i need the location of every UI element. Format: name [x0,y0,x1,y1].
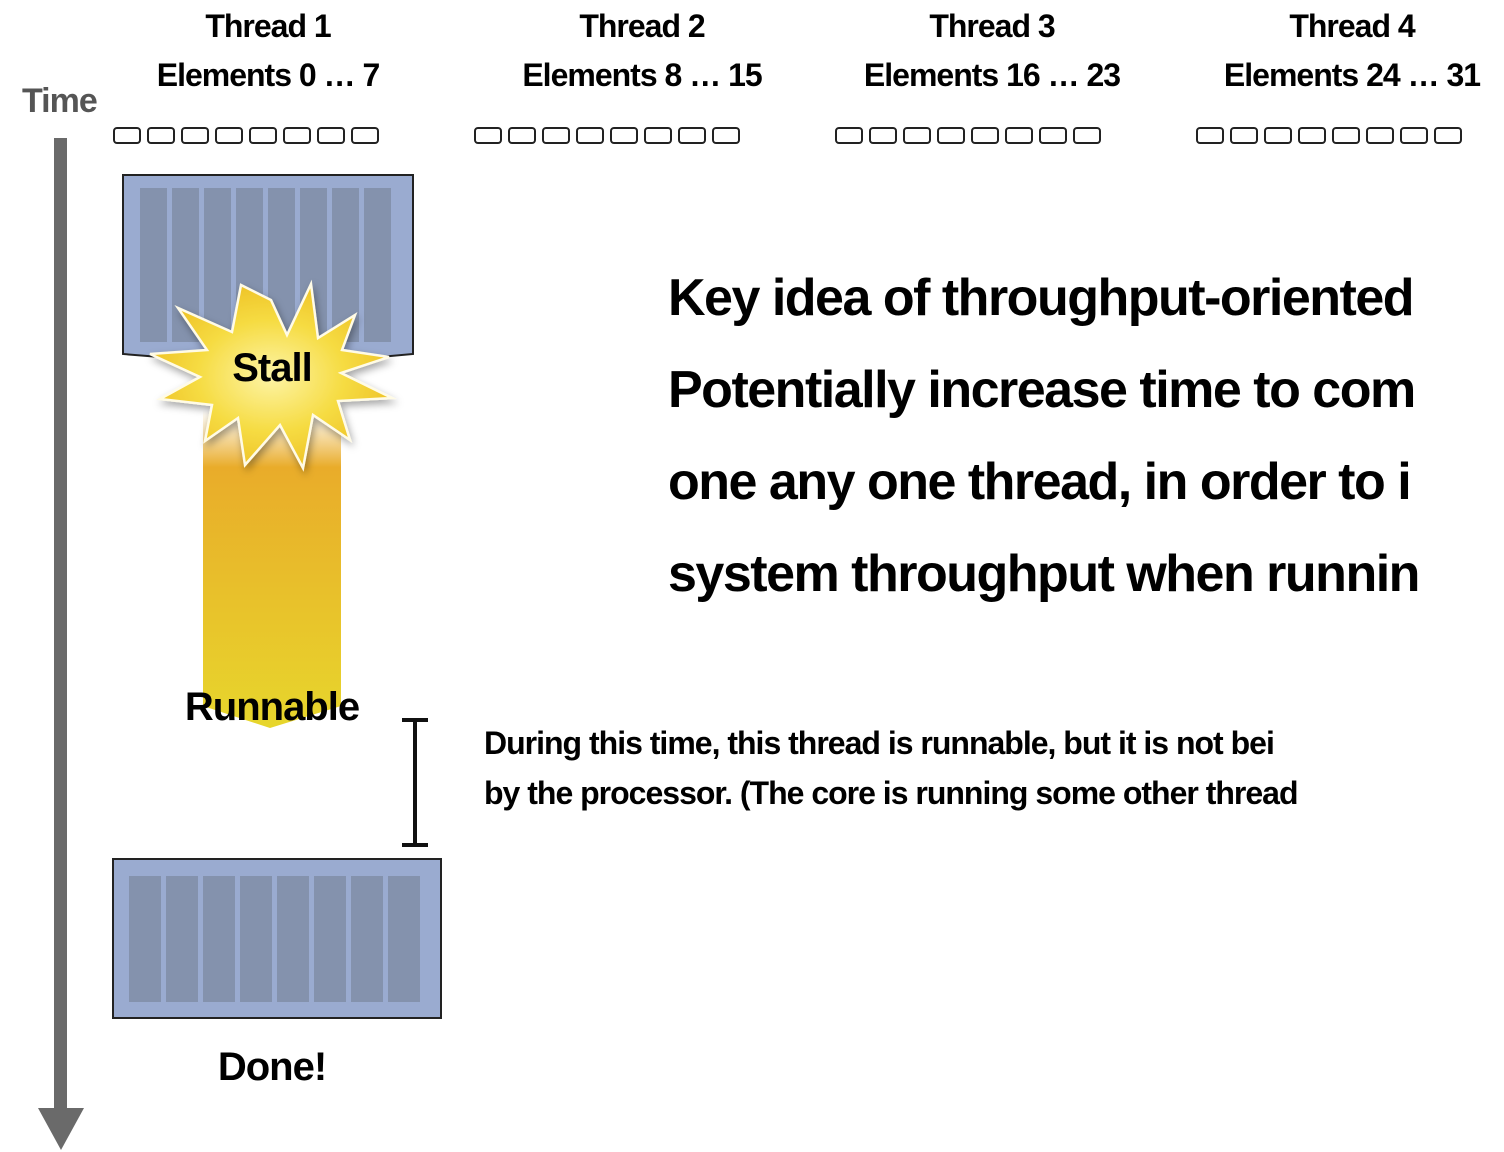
runnable-bar [203,410,341,728]
runnable-annotation: During this time, this thread is runnabl… [484,718,1299,818]
thread-elements: Elements 24 … 31 [1223,57,1481,93]
array-element-box [351,127,379,144]
array-element-box [147,127,175,144]
array-element-box [1196,127,1224,144]
stall-label: Stall [232,346,312,390]
array-element-box [610,127,638,144]
time-axis-label: Time [22,82,98,120]
array-element-box [317,127,345,144]
key-idea-line: Potentially increase time to com [668,361,1416,419]
done-label: Done! [217,1045,327,1089]
array-element-box [644,127,672,144]
thread-name: Thread 4 [1289,8,1415,44]
array-element-box [869,127,897,144]
thread-3-header: Thread 3 Elements 16 … 23 [832,2,1152,100]
array-element-box [903,127,931,144]
array-element-box [249,127,277,144]
thread-4-header: Thread 4 Elements 24 … 31 [1192,2,1504,100]
thread-2-header: Thread 2 Elements 8 … 15 [482,2,802,100]
array-element-box [283,127,311,144]
array-element-box [937,127,965,144]
thread-name: Thread 3 [929,8,1055,44]
runnable-label: Runnable [184,685,360,729]
array-element-box [1264,127,1292,144]
thread-elements: Elements 16 … 23 [863,57,1121,93]
stall-starburst [149,279,397,472]
thread-2-elements-row [474,127,740,144]
thread-1-header: Thread 1 Elements 0 … 7 [108,2,428,100]
key-idea-text: Key idea of throughput-oriented Potentia… [668,252,1420,620]
thread-elements: Elements 0 … 7 [156,57,381,93]
annotation-line: During this time, this thread is runnabl… [484,725,1275,761]
array-element-box [835,127,863,144]
array-element-box [1400,127,1428,144]
array-element-box [1230,127,1258,144]
thread-name: Thread 1 [205,8,331,44]
thread-3-elements-row [835,127,1101,144]
array-element-box [1366,127,1394,144]
array-element-box [474,127,502,144]
simd-block-done [112,858,442,1019]
annotation-line: by the processor. (The core is running s… [484,775,1299,811]
waiting-interval-bracket [402,718,428,847]
array-element-box [1332,127,1360,144]
thread-1-elements-row [113,127,379,144]
array-element-box [215,127,243,144]
array-element-box [576,127,604,144]
key-idea-line: Key idea of throughput-oriented [668,269,1415,327]
thread-name: Thread 2 [579,8,705,44]
thread-elements: Elements 8 … 15 [522,57,762,93]
array-element-box [678,127,706,144]
array-element-box [1073,127,1101,144]
key-idea-line: one any one thread, in order to i [668,453,1412,511]
key-idea-line: system throughput when runnin [668,545,1420,603]
thread-4-elements-row [1196,127,1462,144]
array-element-box [712,127,740,144]
array-element-box [1298,127,1326,144]
array-element-box [1005,127,1033,144]
array-element-box [1039,127,1067,144]
array-element-box [508,127,536,144]
array-element-box [1434,127,1462,144]
array-element-box [113,127,141,144]
array-element-box [181,127,209,144]
array-element-box [971,127,999,144]
array-element-box [542,127,570,144]
time-arrow [38,138,84,1150]
